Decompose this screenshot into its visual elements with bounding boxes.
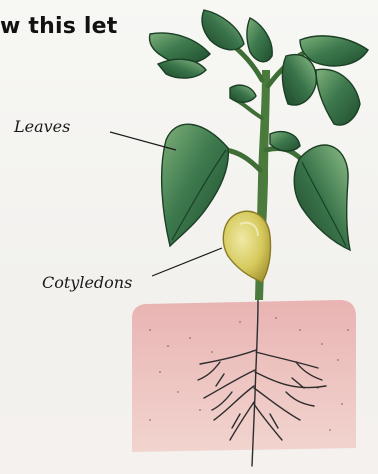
cotyledons-pointer-line <box>152 248 222 276</box>
cotyledon <box>223 211 270 282</box>
leaves-label: Leaves <box>14 117 70 136</box>
cotyledons-label: Cotyledons <box>42 273 132 292</box>
